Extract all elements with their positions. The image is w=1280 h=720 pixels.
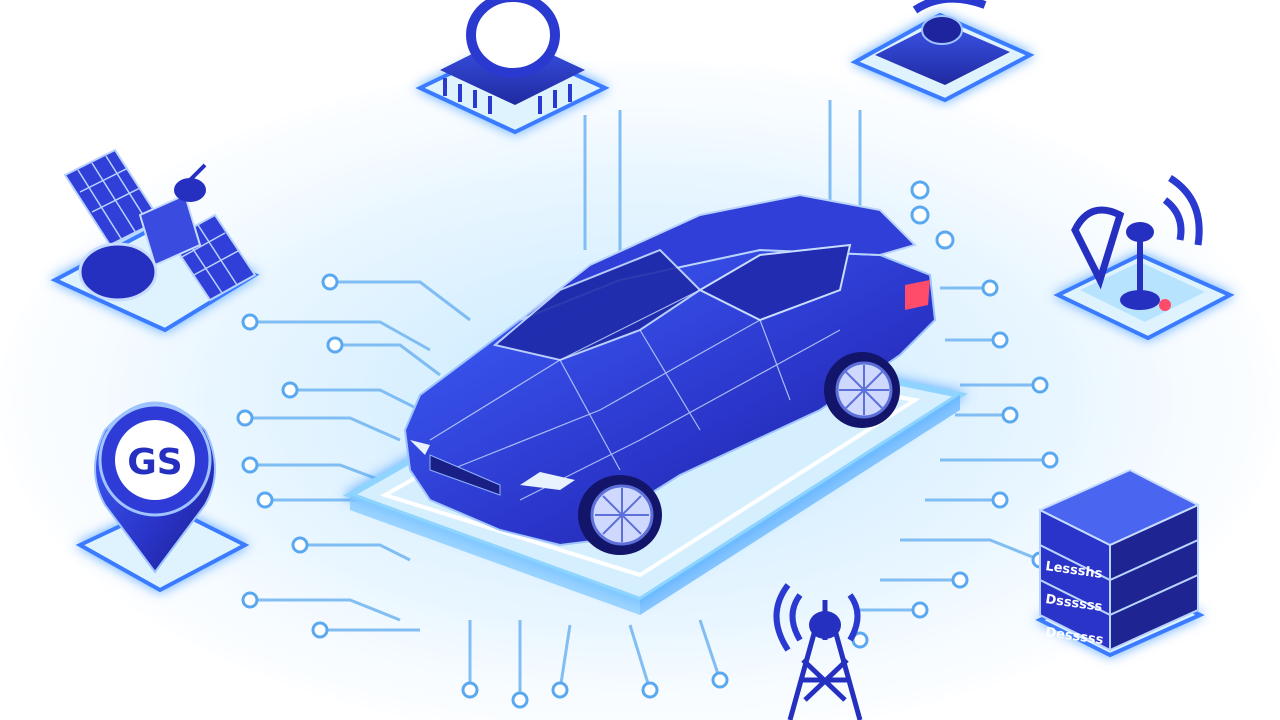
front-wheel: [578, 475, 662, 555]
circuit-nodes: [236, 180, 1059, 709]
gps-pin-icon: GS: [75, 401, 250, 593]
connected-car-icon: [403, 193, 937, 555]
microchip-icon: [415, 0, 610, 135]
security-camera-icon: [850, 0, 1035, 103]
cell-tower-icon: [773, 583, 863, 720]
rear-wheel: [824, 352, 900, 428]
satellite-dish-icon: [1053, 175, 1235, 341]
satellite-icon: [50, 148, 260, 333]
gps-pin-text: GS: [127, 442, 182, 483]
server-icon: Lessshs Dssssss Desssss: [1035, 468, 1205, 658]
circuit-traces: [245, 100, 1050, 700]
